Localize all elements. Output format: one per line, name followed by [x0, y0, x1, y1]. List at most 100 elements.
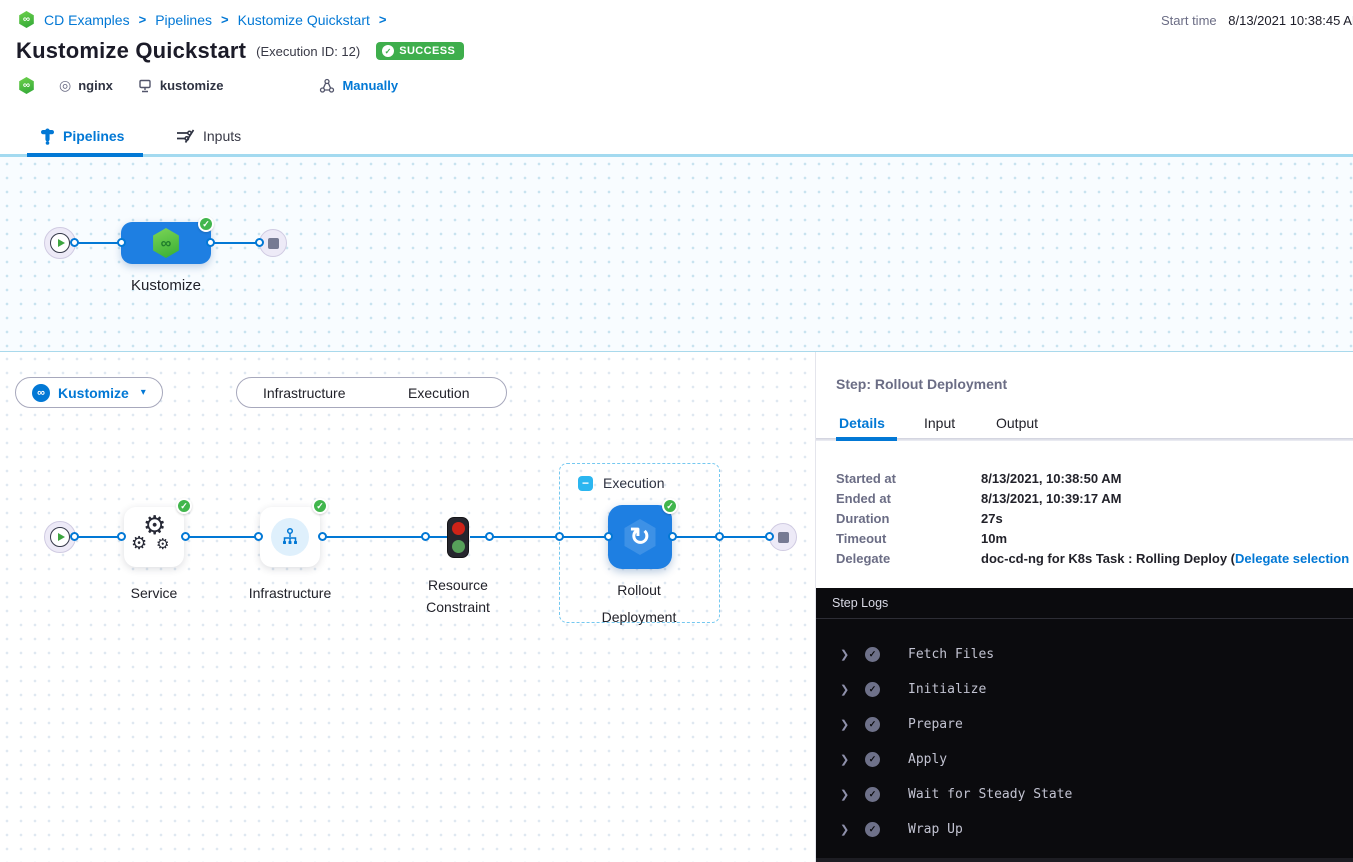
play-icon — [50, 233, 70, 253]
step-node-infrastructure[interactable] — [260, 507, 320, 567]
step-logs-panel: Step Logs ❯ ✓ Fetch Files ❯ ✓ Initialize… — [816, 588, 1353, 862]
chevron-right-icon: ❯ — [840, 823, 850, 836]
connector-dot — [181, 532, 190, 541]
connector-dot — [70, 238, 79, 247]
toggle-execution[interactable]: Execution — [408, 384, 470, 401]
toggle-infrastructure[interactable]: Infrastructure — [263, 384, 346, 401]
page-title: Kustomize Quickstart — [16, 38, 247, 63]
breadcrumb-pipelines[interactable]: Pipelines — [155, 11, 213, 28]
collapse-group-icon[interactable]: − — [578, 475, 593, 491]
connector-dot — [206, 238, 215, 247]
rollout-success-badge-icon: ✓ — [662, 498, 678, 514]
trigger-manually-link[interactable]: Manually — [342, 78, 399, 93]
step-detail-panel: Step: Rollout Deployment Details Input O… — [815, 352, 1353, 862]
logs-scrollbar[interactable] — [816, 858, 1353, 862]
stage-success-badge-icon: ✓ — [198, 216, 214, 232]
infrastructure-success-badge-icon: ✓ — [312, 498, 328, 514]
breadcrumb-cd-examples[interactable]: CD Examples — [44, 11, 130, 28]
pipeline-stage-canvas[interactable]: ∞ ✓ Kustomize — [0, 157, 1353, 352]
log-section-wrap-up[interactable]: ❯ ✓ Wrap Up — [840, 821, 963, 837]
pipelines-icon — [40, 128, 55, 145]
connector-dot — [117, 532, 126, 541]
tab-inputs[interactable]: Inputs — [176, 115, 241, 157]
connector-dot — [604, 532, 613, 541]
environment-icon — [137, 78, 153, 94]
harness-cd-icon: ∞ — [19, 11, 34, 28]
kustomize-stage-icon: ∞ — [153, 228, 179, 258]
main-tabbar: Pipelines Inputs — [0, 115, 1353, 157]
step-panel-title: Step: Rollout Deployment — [836, 376, 1008, 392]
breadcrumb-separator: > — [138, 12, 147, 27]
connector-dot — [668, 532, 677, 541]
traffic-green-light — [452, 540, 465, 553]
step-label-service: Service — [130, 585, 178, 601]
step-node-rollout-deployment[interactable]: ↻ — [608, 505, 672, 569]
connector-dot — [715, 532, 724, 541]
connector-dot — [485, 532, 494, 541]
stage-selector-label: Kustomize — [58, 384, 129, 401]
breadcrumb-separator: > — [378, 12, 387, 27]
panel-tab-divider — [816, 438, 1353, 441]
service-name: nginx — [78, 78, 113, 93]
breadcrumb: ∞ CD Examples > Pipelines > Kustomize Qu… — [18, 11, 386, 28]
execution-meta-row: ∞ ◎ nginx kustomize Manually — [18, 77, 398, 94]
stage-selector-icon: ∞ — [32, 383, 50, 402]
chevron-right-icon: ❯ — [840, 753, 850, 766]
tab-pipelines[interactable]: Pipelines — [40, 115, 124, 157]
connector-dot — [117, 238, 126, 247]
execution-group-header: − Execution — [578, 475, 664, 491]
log-section-initialize[interactable]: ❯ ✓ Initialize — [840, 681, 987, 697]
log-section-apply[interactable]: ❯ ✓ Apply — [840, 751, 948, 767]
log-section-fetch-files[interactable]: ❯ ✓ Fetch Files — [840, 646, 995, 662]
pipeline-start-node[interactable] — [44, 227, 76, 259]
stop-icon — [267, 237, 279, 249]
tab-details[interactable]: Details — [839, 415, 885, 431]
execution-step-group[interactable] — [559, 463, 720, 623]
status-badge: ✓ SUCCESS — [376, 42, 465, 60]
step-node-service[interactable]: ⚙ ⚙ ⚙ — [124, 507, 184, 567]
chevron-right-icon: ❯ — [840, 648, 850, 661]
infrastructure-icon — [271, 518, 309, 556]
delegate-selection-logs-link[interactable]: Delegate selection logs — [1235, 551, 1353, 566]
log-section-wait-for-steady-state[interactable]: ❯ ✓ Wait for Steady State — [840, 786, 1073, 802]
chevron-right-icon: ❯ — [840, 718, 850, 731]
stage-node-kustomize[interactable]: ∞ — [121, 222, 211, 264]
gear-icon: ⚙ — [131, 533, 148, 553]
connector-dot — [254, 532, 263, 541]
chevron-down-icon: ▾ — [140, 387, 146, 398]
log-success-icon: ✓ — [865, 821, 880, 837]
step-label-resource-constraint: Resource Constraint — [426, 577, 490, 615]
environment-name: kustomize — [159, 78, 224, 93]
play-icon — [50, 527, 70, 547]
gear-icon: ⚙ — [143, 510, 167, 540]
execution-canvas[interactable]: ∞ Kustomize ▾ Infrastructure Execution ⚙… — [0, 352, 815, 862]
log-success-icon: ✓ — [865, 751, 880, 767]
start-time-label: Start time — [1161, 13, 1217, 28]
breadcrumb-kustomize-quickstart[interactable]: Kustomize Quickstart — [237, 11, 370, 28]
title-row: Kustomize Quickstart (Execution ID: 12) … — [16, 38, 465, 64]
service-success-badge-icon: ✓ — [176, 498, 192, 514]
inputs-icon — [176, 128, 195, 144]
tab-pipelines-label: Pipelines — [63, 128, 125, 144]
log-success-icon: ✓ — [865, 716, 880, 732]
tab-input[interactable]: Input — [924, 415, 956, 431]
step-label-rollout-deployment: Rollout Deployment — [601, 582, 677, 625]
stage-label: Kustomize — [130, 277, 202, 294]
gear-icon: ⚙ — [156, 536, 170, 553]
step-node-resource-constraint[interactable] — [447, 517, 469, 558]
log-section-prepare[interactable]: ❯ ✓ Prepare — [840, 716, 963, 732]
success-check-icon: ✓ — [382, 45, 395, 57]
tab-output[interactable]: Output — [996, 415, 1039, 431]
start-time-value: 8/13/2021 10:38:45 AM — [1228, 13, 1353, 28]
traffic-red-light — [452, 522, 465, 535]
connector-dot — [318, 532, 327, 541]
execution-id: (Execution ID: 12) — [256, 43, 361, 59]
rollout-icon: ↻ — [629, 523, 651, 551]
stage-selector-dropdown[interactable]: ∞ Kustomize ▾ — [15, 377, 163, 408]
execution-group-label: Execution — [603, 475, 665, 491]
